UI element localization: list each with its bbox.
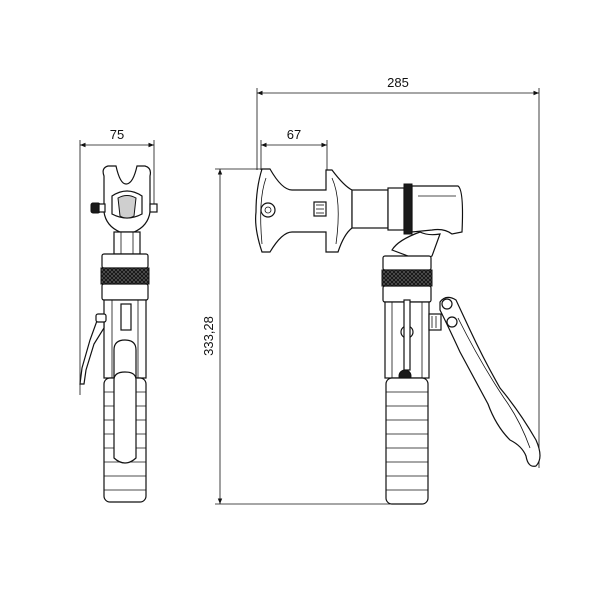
front-knurled-ring	[381, 269, 433, 287]
front-jaw-band	[403, 183, 413, 235]
front-ribbed-handle	[385, 377, 429, 505]
front-clamp-head	[255, 168, 389, 253]
dimension-total-length: 285	[256, 75, 540, 468]
side-ribbed-handle	[103, 371, 147, 503]
dimension-head-width: 67	[260, 127, 328, 172]
side-view	[79, 165, 158, 503]
front-lever	[439, 296, 541, 467]
dimension-label-side-width: 75	[110, 127, 124, 142]
front-view	[255, 168, 541, 505]
dimension-side-width: 75	[79, 127, 155, 395]
dimension-label-total-length: 285	[387, 75, 409, 90]
side-knurled-ring	[100, 267, 150, 285]
dimension-label-head-width: 67	[287, 127, 301, 142]
dimension-total-height: 333,28	[201, 168, 390, 505]
dimension-label-total-height: 333,28	[201, 316, 216, 356]
